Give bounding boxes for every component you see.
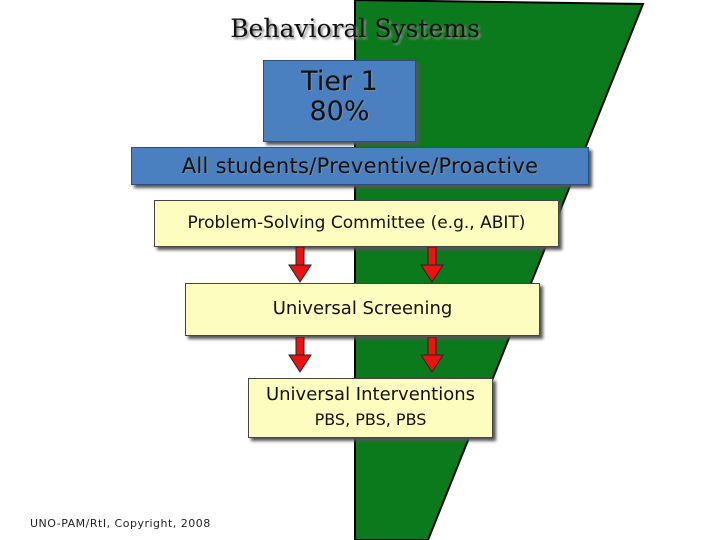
universal-screening-box: Universal Screening [185,283,540,336]
down-arrow-left-2 [288,337,312,373]
all-students-banner: All students/Preventive/Proactive [131,147,589,185]
problem-solving-box: Problem-Solving Committee (e.g., ABIT) [154,200,559,247]
interventions-label: Universal Interventions [265,384,476,405]
interventions-sublabel: PBS, PBS, PBS [314,410,427,429]
tier-label: Tier 1 [301,66,378,97]
down-arrow-right-2 [420,337,444,373]
universal-interventions-box: Universal Interventions PBS, PBS, PBS [248,378,493,438]
down-arrow-right-1 [420,247,444,283]
tier-box: Tier 1 80% [263,60,416,142]
page-title: Behavioral Systems [230,14,480,43]
down-arrow-left-1 [288,247,312,283]
tier-percent: 80% [309,96,370,127]
copyright-footer: UNO-PAM/RtI, Copyright, 2008 [30,517,211,530]
